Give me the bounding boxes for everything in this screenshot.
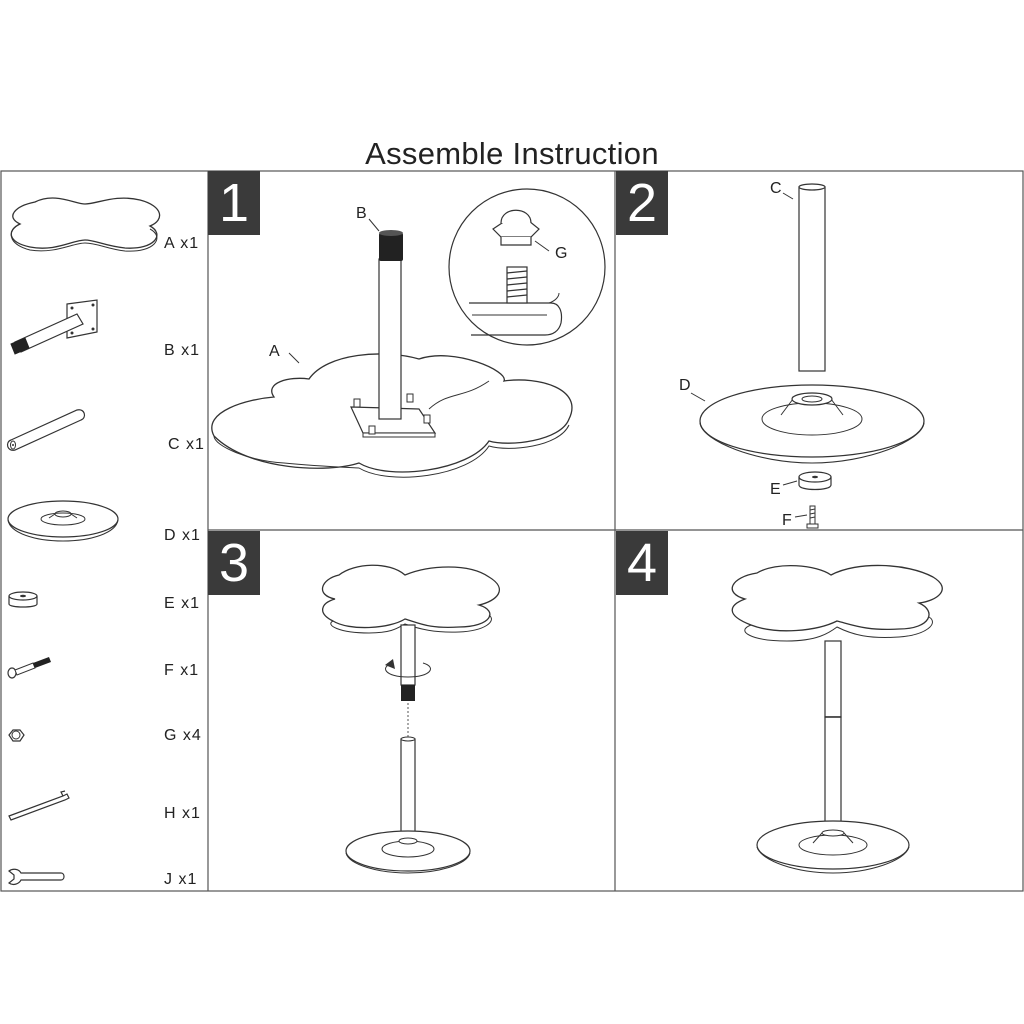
step-4-illustration — [731, 564, 943, 874]
round-base-icon — [7, 500, 119, 542]
upper-pole-with-plate-icon — [10, 299, 98, 355]
part-label-d: D x1 — [164, 527, 201, 544]
step-2-callout-f: F — [782, 512, 792, 529]
allen-key-icon — [8, 790, 70, 821]
instruction-frame — [0, 170, 1024, 892]
step-2-callout-e: E — [770, 481, 781, 498]
wrench-icon — [8, 868, 65, 886]
page-title: Assemble Instruction — [365, 136, 659, 171]
step-3-illustration — [322, 564, 501, 874]
cap-nut-icon — [8, 729, 25, 742]
step-1-callout-b: B — [356, 205, 367, 222]
step-4-badge: 4 — [616, 531, 668, 595]
step-2-callout-d: D — [679, 377, 691, 394]
bolt-icon — [7, 657, 51, 679]
step-1-callout-g: G — [555, 245, 568, 262]
part-label-h: H x1 — [164, 805, 201, 822]
step-2-callout-c: C — [770, 180, 782, 197]
lower-pole-icon — [6, 409, 86, 451]
part-label-a: A x1 — [164, 235, 200, 252]
part-label-c: C x1 — [168, 436, 205, 453]
step-1-badge: 1 — [208, 171, 260, 235]
washer-icon — [8, 591, 38, 608]
part-label-j: J x1 — [164, 871, 198, 888]
step-3-badge: 3 — [208, 531, 260, 595]
part-label-b: B x1 — [164, 342, 201, 359]
clover-glass-top-icon — [10, 197, 161, 252]
step-1-callout-a: A — [269, 343, 280, 360]
part-label-e: E x1 — [164, 595, 201, 612]
step-1-illustration — [211, 188, 606, 478]
part-label-f: F x1 — [164, 662, 200, 679]
step-2-illustration — [690, 183, 925, 529]
part-label-g: G x4 — [164, 727, 202, 744]
step-2-badge: 2 — [616, 171, 668, 235]
